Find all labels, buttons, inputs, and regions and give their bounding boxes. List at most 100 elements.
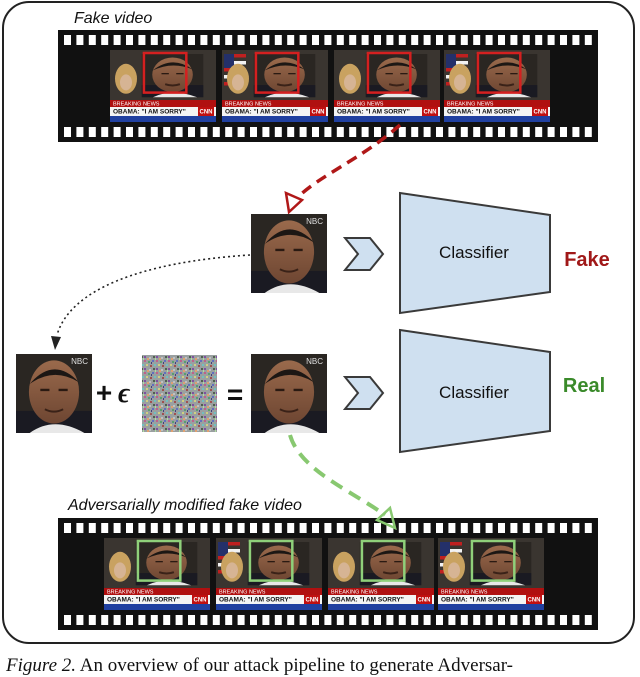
- face-bounding-box: [366, 51, 412, 94]
- sprocket-hole: [336, 127, 344, 137]
- sprocket-hole: [324, 523, 332, 533]
- sprocket-hole: [200, 127, 208, 137]
- svg-text:BREAKING NEWS: BREAKING NEWS: [113, 102, 160, 108]
- sprocket-hole: [460, 35, 468, 45]
- sprocket-hole: [448, 35, 456, 45]
- perturbation-path-arrow: [56, 254, 251, 336]
- sprocket-hole: [163, 127, 171, 137]
- sprocket-hole: [250, 127, 257, 137]
- sprocket-hole: [212, 127, 220, 137]
- sprocket-hole: [485, 35, 493, 45]
- sprocket-hole: [572, 127, 580, 137]
- sprocket-hole: [76, 523, 84, 533]
- svg-text:CNN: CNN: [312, 110, 325, 116]
- sprocket-hole: [274, 127, 282, 137]
- classifier-bottom: [399, 328, 551, 454]
- fake-crop-arrowhead: [284, 190, 305, 215]
- sprocket-hole: [547, 523, 555, 533]
- sprocket-hole: [138, 523, 146, 533]
- face-bounding-box: [254, 51, 300, 94]
- sprocket-hole: [163, 615, 171, 625]
- svg-text:OBAMA: "I AM SORRY": OBAMA: "I AM SORRY": [113, 109, 186, 116]
- sprocket-hole: [448, 615, 456, 625]
- sprocket-hole: [386, 523, 394, 533]
- sprocket-hole: [485, 127, 493, 137]
- sprocket-hole: [138, 615, 146, 625]
- sprocket-hole: [411, 523, 419, 533]
- sprocket-hole: [498, 35, 505, 45]
- sprocket-hole: [460, 615, 468, 625]
- sprocket-hole: [64, 523, 71, 533]
- svg-text:BREAKING NEWS: BREAKING NEWS: [331, 590, 378, 596]
- sprocket-hole: [535, 35, 543, 45]
- svg-text:CNN: CNN: [528, 598, 541, 604]
- figure-border: [2, 1, 635, 644]
- sprocket-hole: [423, 127, 431, 137]
- sprocket-hole: [448, 127, 456, 137]
- sprocket-hole: [299, 523, 307, 533]
- sprocket-hole: [101, 35, 109, 45]
- sprocket-hole: [336, 35, 344, 45]
- sprocket-hole: [262, 35, 270, 45]
- sprocket-hole: [237, 523, 245, 533]
- sprocket-hole: [349, 127, 357, 137]
- sprocket-hole: [188, 523, 195, 533]
- sprocket-hole: [473, 523, 481, 533]
- face-bounding-box: [142, 51, 188, 94]
- sprocket-hole: [411, 35, 419, 45]
- face-bounding-box: [360, 539, 406, 582]
- sprocket-hole: [572, 35, 580, 45]
- sprocket-hole: [560, 35, 567, 45]
- adversarial-video-label: Adversarially modified fake video: [67, 497, 302, 514]
- sprocket-hole: [510, 615, 518, 625]
- svg-text:CNN: CNN: [534, 110, 547, 116]
- chevron-arrow-icon: [342, 237, 385, 271]
- sprocket-hole: [584, 615, 592, 625]
- sprocket-hole: [336, 523, 344, 533]
- sprocket-hole: [535, 615, 543, 625]
- caption-text: An overview of our attack pipeline to ge…: [79, 655, 513, 676]
- face-bounding-box: [470, 539, 516, 582]
- sprocket-hole: [398, 35, 406, 45]
- sprocket-hole: [64, 127, 71, 137]
- sprocket-hole: [175, 615, 183, 625]
- input-face: NBC: [16, 354, 92, 433]
- sprocket-hole: [386, 35, 394, 45]
- sprocket-hole: [225, 523, 233, 533]
- sprocket-hole: [349, 615, 357, 625]
- sprocket-hole: [423, 615, 431, 625]
- sprocket-hole: [473, 35, 481, 45]
- sprocket-hole: [312, 35, 319, 45]
- svg-text:OBAMA: "I AM SORRY": OBAMA: "I AM SORRY": [331, 597, 404, 604]
- sprocket-hole: [113, 127, 121, 137]
- sprocket-hole: [212, 35, 220, 45]
- sprocket-hole: [163, 523, 171, 533]
- figure-caption: Figure 2. An overview of our attack pipe…: [6, 655, 640, 677]
- svg-text:OBAMA: "I AM SORRY": OBAMA: "I AM SORRY": [107, 597, 180, 604]
- sprocket-hole: [200, 523, 208, 533]
- svg-text:OBAMA: "I AM SORRY": OBAMA: "I AM SORRY": [441, 597, 514, 604]
- sprocket-hole: [113, 523, 121, 533]
- sprocket-hole: [225, 127, 233, 137]
- svg-text:OBAMA: "I AM SORRY": OBAMA: "I AM SORRY": [447, 109, 520, 116]
- sprocket-hole: [510, 35, 518, 45]
- sprocket-hole: [88, 615, 96, 625]
- sprocket-hole: [535, 523, 543, 533]
- sprocket-hole: [150, 35, 158, 45]
- sprocket-hole: [312, 615, 319, 625]
- svg-text:NBC: NBC: [306, 357, 323, 366]
- sprocket-hole: [126, 523, 133, 533]
- sprocket-hole: [188, 615, 195, 625]
- sprocket-hole: [584, 127, 592, 137]
- svg-text:BREAKING NEWS: BREAKING NEWS: [441, 590, 488, 596]
- sprocket-hole: [64, 35, 71, 45]
- sprocket-hole: [386, 127, 394, 137]
- adversarial-noise-image: [142, 355, 217, 432]
- sprocket-hole: [398, 615, 406, 625]
- sprocket-hole: [225, 35, 233, 45]
- sprocket-hole: [200, 615, 208, 625]
